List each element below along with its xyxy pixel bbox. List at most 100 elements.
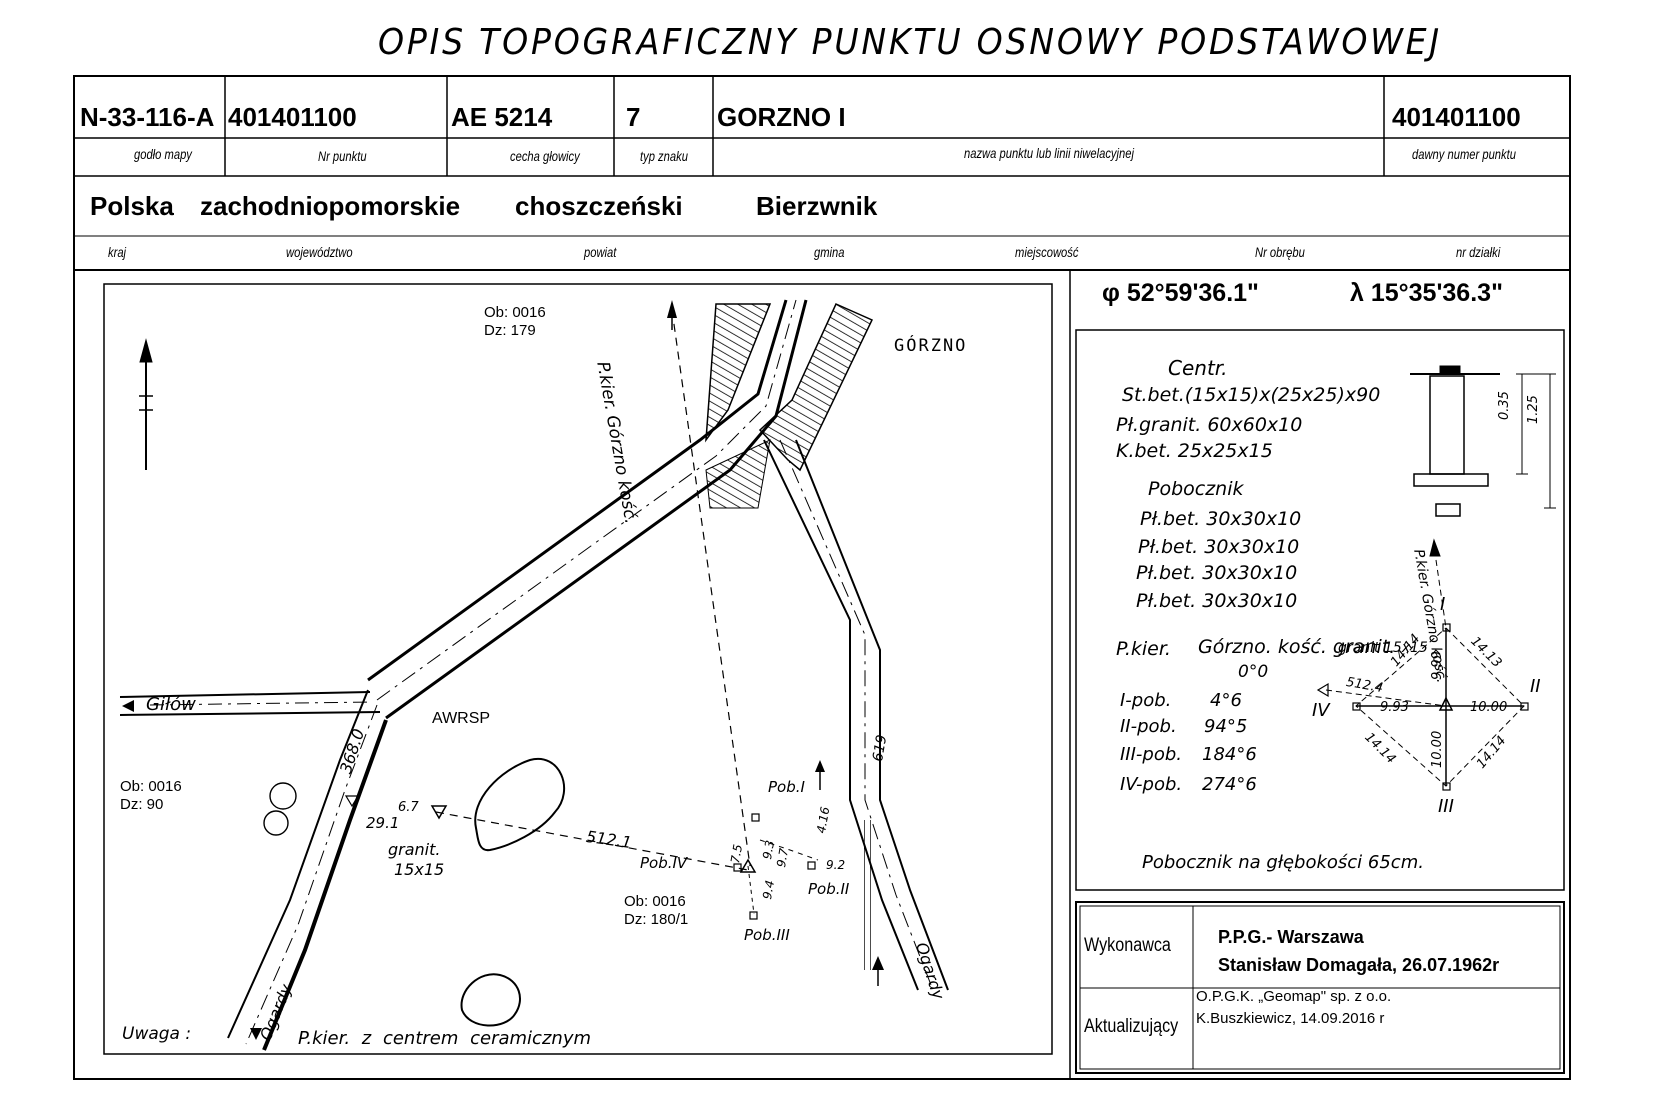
updater-line-2: K.Buszkiewicz, 14.09.2016 r: [1196, 1010, 1385, 1027]
granit-label: granit.: [388, 840, 441, 859]
voivodeship-caption: województwo: [286, 244, 353, 260]
pob-3-label: Pob.III: [744, 926, 790, 944]
road-gilow: [119, 691, 381, 716]
pob-3-marker-icon: [749, 911, 758, 920]
country-value: Polska: [90, 191, 174, 221]
direction-line: [671, 309, 751, 867]
pob-line-3: Pł.bet. 30x30x10: [1136, 562, 1298, 584]
commune-value: Bierzwnik: [756, 191, 878, 221]
azimuth-line: [435, 811, 749, 871]
pob-title: Pobocznik: [1148, 478, 1244, 500]
pob-2-marker-icon: [807, 861, 816, 870]
pkier-head: P.kier.: [1116, 638, 1171, 660]
angle-value-4: 274°6: [1202, 774, 1257, 795]
pob-1-marker-icon: [751, 813, 760, 822]
angle-value-1: 4°6: [1210, 690, 1242, 711]
angle-value-2: 94°5: [1204, 716, 1248, 737]
tree-icon: [263, 810, 289, 836]
executor-line-2: Stanisław Domagała, 26.07.1962r: [1218, 955, 1500, 975]
old-point-number-caption: dawny numer punktu: [1412, 146, 1516, 162]
sketch-point-I: I: [1440, 594, 1446, 615]
page-title: OPIS TOPOGRAFICZNY PUNKTU OSNOWY PODSTAW…: [378, 22, 1442, 63]
granit-size-label: 15x15: [394, 860, 445, 879]
sketch-999: 9.99: [1430, 651, 1445, 680]
depth-note: Pobocznik na głębokości 65cm.: [1142, 852, 1424, 873]
point-diagram: [1316, 538, 1529, 791]
angle-label-4: IV-pob.: [1120, 774, 1183, 795]
old-point-number-value: 401401100: [1392, 102, 1521, 132]
sketch-point-II: II: [1530, 676, 1541, 697]
executor-line-1: P.P.G.- Warszawa: [1218, 927, 1364, 947]
updater-line-1: O.P.G.K. „Geomap" sp. z o.o.: [1196, 988, 1392, 1005]
updater-label: Aktualizujący: [1084, 1016, 1179, 1037]
angle-value-3: 184°6: [1202, 744, 1257, 765]
pob-2-label: Pob.II: [808, 880, 850, 898]
pob-4-marker-icon: [733, 863, 742, 872]
voivodeship-value: zachodniopomorskie: [200, 191, 461, 221]
pob-1-label: Pob.I: [768, 778, 805, 796]
pond-1: [474, 757, 565, 852]
awrsp-label: AWRSP: [432, 710, 491, 727]
executor-label: Wykonawca: [1084, 935, 1171, 956]
longitude-value: λ 15°35'36.3": [1350, 279, 1503, 307]
pkier-target: Górzno. kość. granit.: [1198, 636, 1396, 658]
head-mark-caption: cecha głowicy: [510, 148, 580, 164]
road-north: [367, 299, 808, 720]
centr-line-1: St.bet.(15x15)x(25x25)x90: [1122, 384, 1381, 406]
angle-0: 0°0: [1238, 662, 1269, 682]
built-area-left: [705, 303, 772, 443]
built-area-right: [758, 303, 874, 472]
county-caption: powiat: [584, 244, 617, 260]
road-ogardy-right: [763, 439, 949, 991]
sign-type-value: 7: [626, 102, 641, 132]
point-number-value: 401401100: [228, 102, 357, 132]
parcel-caption: nr działki: [1456, 244, 1501, 260]
sketch-granit-label: granit 15x15: [1338, 640, 1428, 656]
angle-label-1: I-pob.: [1120, 690, 1172, 711]
centr-line-3: K.bet. 25x25x15: [1116, 440, 1273, 462]
angle-label-2: II-pob.: [1120, 716, 1177, 737]
centr-title: Centr.: [1168, 356, 1228, 380]
parcel-note-top: Ob: 0016 Dz: 179: [484, 304, 546, 339]
tree-icon: [269, 782, 297, 810]
sign-type-caption: typ znaku: [640, 148, 688, 164]
road-label-gilow: Giłów: [146, 694, 196, 715]
sketch-1000b: 10.00: [1430, 730, 1445, 768]
pob-line-1: Pł.bet. 30x30x10: [1140, 508, 1302, 530]
dim-035: 0.35: [1497, 391, 1512, 420]
centr-line-2: Pł.granit. 60x60x10: [1116, 414, 1303, 436]
country-caption: kraj: [108, 244, 127, 260]
dist-67-label: 6.7: [398, 800, 419, 815]
sketch-993: 9.93: [1380, 700, 1409, 715]
head-mark-value: AE 5214: [451, 102, 553, 132]
commune-caption: gmina: [814, 244, 845, 260]
point-name-caption: nazwa punktu lub linii niwelacyjnej: [964, 145, 1134, 161]
precinct-caption: Nr obrębu: [1255, 244, 1305, 260]
map-sheet-caption: godło mapy: [134, 146, 192, 162]
county-value: choszczeński: [515, 191, 683, 221]
locality-caption: miejscowość: [1015, 244, 1079, 260]
point-name-value: GORZNO I: [717, 102, 846, 132]
sketch-point-III: III: [1438, 796, 1454, 817]
granite-marker-icon: [430, 805, 448, 820]
sketch-point-IV: IV: [1312, 700, 1330, 721]
north-arrow-icon: [139, 338, 153, 470]
road-ogardy-left: [227, 689, 388, 1051]
map-sheet-value: N-33-116-A: [80, 102, 215, 132]
dist-92-label: 9.2: [826, 858, 846, 872]
point-number-caption: Nr punktu: [318, 148, 367, 164]
cross-section-drawing: [1410, 365, 1556, 517]
pob-4-label: Pob.IV: [640, 854, 688, 872]
parcel-note-bottom: Ob: 0016 Dz: 180/1: [624, 893, 689, 928]
remark-text: P.kier. z centrem ceramicznym: [298, 1028, 592, 1049]
pob-line-2: Pł.bet. 30x30x10: [1138, 536, 1300, 558]
center-point-icon: [739, 858, 757, 873]
remark-label: Uwaga :: [122, 1024, 192, 1044]
dist-29-label: 29.1: [366, 814, 400, 832]
latitude-value: φ 52°59'36.1": [1102, 279, 1259, 307]
angle-label-3: III-pob.: [1120, 744, 1183, 765]
sketch-1000a: 10.00: [1470, 700, 1508, 715]
